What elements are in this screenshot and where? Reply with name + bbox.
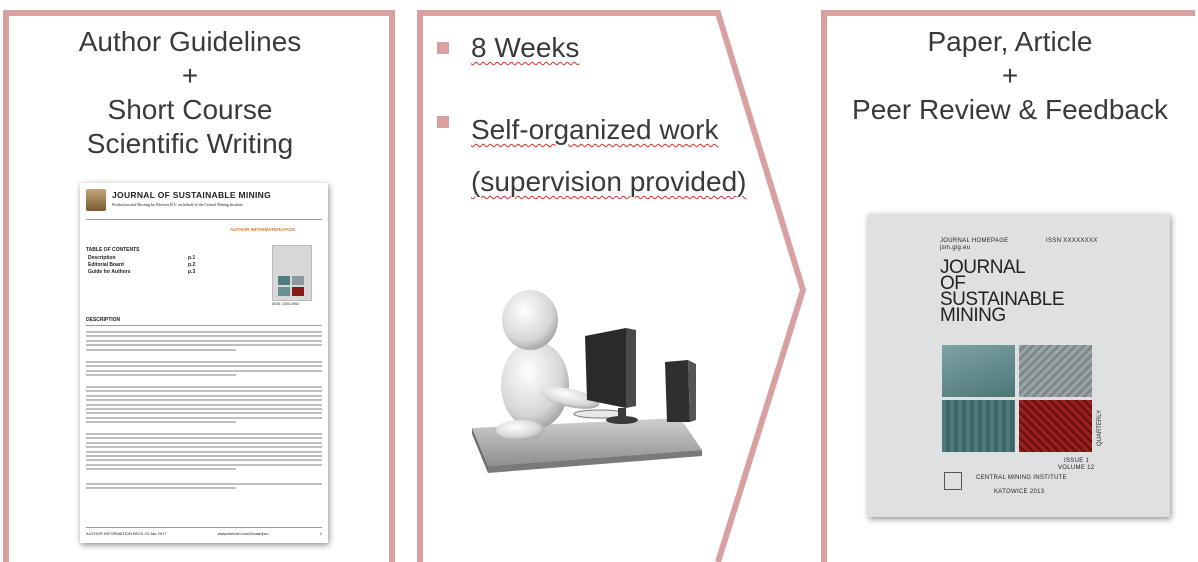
monitor-screen [585, 328, 626, 408]
cover-image-grid [1019, 345, 1092, 397]
doc-description-heading: DESCRIPTION [86, 317, 121, 323]
cover-homepage-url: jsm.gig.eu [940, 245, 971, 251]
doc-text-line [86, 441, 322, 444]
doc-issn: ISSN: 2300-3960 [272, 302, 299, 306]
doc-text-line [86, 331, 322, 333]
doc-text-line [86, 394, 322, 397]
author-guidelines-text: Author Guidelines [78, 26, 302, 57]
doc-text-line [86, 335, 322, 338]
doc-text-line [86, 408, 322, 410]
paper-article-text: Paper, Article [927, 26, 1093, 57]
doc-pack-label: AUTHOR INFORMATION PACK [230, 227, 296, 232]
doc-divider [86, 219, 322, 220]
doc-text-line [86, 403, 322, 406]
doc-text-line [86, 446, 322, 449]
doc-text-line [86, 483, 322, 485]
computer-tower [665, 360, 690, 422]
bullet-square-icon [437, 42, 449, 54]
figure-body [501, 341, 569, 429]
doc-text-line [86, 374, 236, 377]
paper-article-heading: Paper, Article + Peer Review & Feedback [830, 25, 1190, 127]
doc-text-line [86, 450, 322, 453]
cover-volume: VOLUME 12 [1058, 465, 1095, 471]
author-guidelines-heading: Author Guidelines + Short Course Scienti… [10, 25, 370, 161]
bullet-square-icon [437, 116, 449, 128]
doc-text-line [86, 421, 236, 424]
doc-footer-page: 1 [319, 531, 322, 536]
doc-footer-url: www.elsevier.com/locate/jsm [217, 531, 269, 536]
elsevier-logo-icon [86, 189, 106, 211]
doc-text-line [86, 390, 322, 393]
figure-arm [540, 387, 600, 409]
cover-issn: ISSN XXXXXXXX [1046, 238, 1098, 244]
work-bullet-list: 8 Weeks Self-organized work (supervision… [437, 30, 767, 208]
author-information-pack-document: JOURNAL OF SUSTAINABLE MINING Production… [80, 183, 328, 543]
doc-text-line [86, 361, 322, 363]
plus-sign: + [181, 60, 199, 91]
doc-cover-thumbnail [272, 245, 312, 301]
doc-text-line [86, 386, 322, 388]
short-course-text: Short Course [107, 94, 273, 125]
panel-author-frame [3, 10, 395, 562]
doc-text-line [86, 455, 322, 457]
cover-issue: ISSUE 1 [1064, 458, 1090, 464]
doc-footer: AUTHOR INFORMATION PACK 24 Jan 2017 www.… [86, 531, 322, 536]
cover-place-year: KATOWICE 2013 [994, 489, 1045, 495]
peer-review-text: Peer Review & Feedback [852, 94, 1168, 125]
doc-text-line [86, 412, 322, 415]
cover-title: JOURNAL OF SUSTAINABLE MINING [940, 257, 1065, 326]
doc-text-line [86, 369, 322, 372]
institute-logo-icon [944, 472, 962, 490]
cover-image-teal [942, 345, 1015, 397]
doc-subtitle: Production and Hosting by Elsevier B.V. … [112, 202, 244, 207]
doc-text-line [86, 339, 322, 342]
cover-image-teal-mesh [942, 400, 1015, 452]
journal-cover: JOURNAL HOMEPAGE jsm.gig.eu ISSN XXXXXXX… [868, 214, 1170, 517]
monitor-stand [606, 416, 638, 424]
bullet-text-continued: (supervision provided) [471, 166, 747, 197]
panel-paper-frame [821, 10, 1195, 562]
doc-text-line [86, 344, 322, 347]
scientific-writing-text: Scientific Writing [86, 128, 294, 159]
doc-text-line [86, 416, 322, 419]
doc-text-line [86, 365, 322, 368]
cover-homepage-label: JOURNAL HOMEPAGE [940, 238, 1009, 244]
cover-quarterly: QUARTERLY [1097, 409, 1103, 446]
panel-work-arrow-frame [417, 10, 807, 562]
doc-text-line [86, 399, 322, 402]
doc-toc-heading: TABLE OF CONTENTS [86, 247, 140, 253]
doc-text-line [86, 468, 236, 471]
doc-text-line [86, 463, 322, 466]
doc-divider [86, 325, 322, 326]
bullet-self-organized: Self-organized work (supervision provide… [437, 104, 767, 208]
cover-image-red-mesh [1019, 400, 1092, 452]
bullet-text: Self-organized work [471, 114, 719, 145]
doc-journal-name: JOURNAL OF SUSTAINABLE MINING [112, 190, 272, 200]
cover-publisher: CENTRAL MINING INSTITUTE [976, 475, 1067, 481]
doc-text-line [86, 459, 322, 462]
doc-text-line [86, 433, 322, 435]
bullet-8-weeks: 8 Weeks [437, 30, 767, 66]
plus-sign: + [1001, 60, 1019, 91]
figure-head [502, 290, 558, 350]
doc-text-line [86, 437, 322, 440]
doc-text-line [86, 487, 236, 490]
doc-footer-left: AUTHOR INFORMATION PACK 24 Jan 2017 [86, 531, 167, 536]
doc-footer-divider [86, 527, 322, 528]
figure-legs [496, 420, 544, 440]
doc-text-line [86, 348, 236, 351]
desk-edge [488, 450, 702, 473]
bullet-text: 8 Weeks [471, 32, 580, 63]
person-at-computer-illustration [472, 290, 702, 473]
